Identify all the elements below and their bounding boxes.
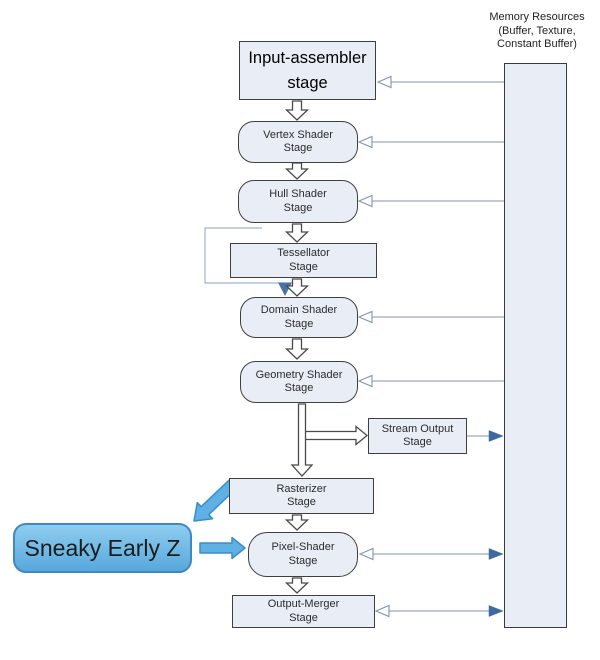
memory-label-line-1: Memory Resources (489, 11, 585, 23)
stage-label-line: Input-assembler (248, 48, 367, 67)
memory-label-line-2: (Buffer, Texture, (498, 24, 576, 37)
write-arrowhead-output-merger (488, 605, 504, 617)
stage-label-line: Output-Merger (267, 598, 340, 610)
annotation-label: Sneaky Early Z (24, 534, 181, 561)
sneaky-early-z-callout: Sneaky Early Z (13, 523, 192, 573)
stage-label-line: Stage (283, 201, 313, 214)
stage-label-line: Geometry Shader (255, 368, 343, 381)
write-arrowhead-pixel-shader (488, 548, 504, 560)
arrow-input-assembler-to-vertex (284, 100, 310, 121)
stage-geometry-shader: Geometry Shader Stage (240, 361, 358, 403)
read-arrowhead-hull-shader (357, 194, 373, 208)
arrow-vertex-to-hull (284, 162, 310, 180)
stage-label-line: Stage (288, 554, 318, 567)
read-arrowhead-geometry-shader (357, 374, 373, 388)
stage-label-line: Stage (403, 436, 432, 448)
arrow-geometry-to-rasterizer (290, 403, 314, 477)
stage-tessellator: Tessellator Stage (230, 243, 377, 278)
arrow-domain-to-geometry (284, 338, 310, 360)
stage-label-line: Hull Shader (269, 188, 327, 200)
stage-output-merger: Output-Merger Stage (232, 595, 375, 628)
stage-label-line: Rasterizer (276, 482, 327, 495)
memory-label-line-3: Constant Buffer) (497, 38, 577, 50)
stage-label-line: Vertex Shader (263, 128, 333, 141)
stage-domain-shader: Domain Shader Stage (240, 297, 358, 338)
read-arrowhead-domain-shader (357, 310, 373, 324)
stage-input-assembler: Input-assembler stage (239, 41, 376, 100)
annotation-arrow-to-pixel-shader (199, 536, 246, 560)
stage-label-line: Stage (284, 317, 314, 330)
stage-rasterizer: Rasterizer Stage (229, 478, 374, 514)
write-arrowhead-stream-output (488, 430, 504, 442)
stage-label-line: Stream Output (381, 422, 454, 435)
read-arrowhead-vertex-shader (357, 135, 373, 149)
arrow-rasterizer-to-pixel-shader (284, 514, 310, 531)
stage-label-line: stage (287, 73, 328, 92)
stage-label-line: Pixel-Shader (271, 541, 335, 553)
read-arrowhead-output-merger (374, 604, 390, 618)
stage-vertex-shader: Vertex Shader Stage (238, 121, 358, 163)
stage-label-line: Stage (289, 260, 318, 273)
arrow-tessellator-to-domain (284, 278, 310, 297)
stage-label-line: Domain Shader (260, 304, 338, 316)
stage-label-line: Tessellator (277, 247, 330, 259)
tessellator-bypass-line (204, 227, 285, 284)
memory-resources-box (504, 63, 567, 628)
arrow-hull-to-tessellator (284, 223, 310, 243)
stage-label-line: Stage (287, 496, 316, 508)
stage-pixel-shader: Pixel-Shader Stage (248, 532, 358, 577)
stage-stream-output: Stream Output Stage (368, 418, 467, 454)
stage-label-line: Stage (284, 382, 314, 394)
read-arrowhead-pixel-shader (358, 547, 374, 561)
stage-label-line: Stage (283, 142, 313, 154)
arrow-pixel-shader-to-output-merger (284, 577, 310, 594)
arrow-geometry-to-stream-output (304, 425, 369, 446)
stage-hull-shader: Hull Shader Stage (238, 180, 358, 223)
memory-resources-label: Memory Resources (Buffer, Texture, Const… (472, 11, 600, 52)
read-arrowhead-input-assembler (376, 75, 392, 89)
stage-label-line: Stage (289, 611, 318, 624)
